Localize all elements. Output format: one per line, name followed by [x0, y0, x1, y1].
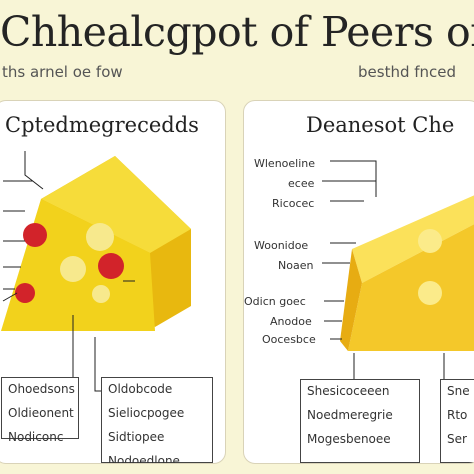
- right-label-6: Odicn goec: [244, 295, 306, 308]
- box-line: Sidtiopee: [108, 430, 165, 444]
- left-cheese-illustration: [1, 151, 191, 392]
- box-line: Nodoedlone: [108, 454, 180, 464]
- right-cheese-top: [352, 195, 474, 283]
- right-cheese-body: [348, 224, 474, 351]
- left-info-box-1: Ohoedsons Oldieonent Nodiconc: [1, 377, 79, 444]
- right-label-5: Noaen: [278, 259, 314, 272]
- pepperoni-slice: [15, 283, 35, 303]
- right-cheese-hole: [418, 281, 442, 305]
- box-line: Noedmeregrie: [307, 408, 393, 422]
- right-label-3: Ricocec: [272, 197, 315, 210]
- right-info-box-1: Shesicoceeen Noedmeregrie Mogesbenoee: [300, 379, 420, 463]
- box-line: Sne: [447, 384, 470, 398]
- box-line: Oldobcode: [108, 382, 173, 396]
- box-line: Shesicoceeen: [307, 384, 390, 398]
- main-title: Chhealcgpot of Peers ome Preves: [0, 8, 474, 56]
- box-line: Mogesbenoee: [307, 432, 391, 446]
- left-diagram-panel: Cptedmegrecedds Ohoedsons Oldieonent: [0, 100, 226, 464]
- box-line: Oldieonent: [8, 406, 74, 420]
- box-line: Sieliocpogee: [108, 406, 185, 420]
- left-cheese-hole: [60, 256, 86, 282]
- right-label-7: Anodoe: [270, 315, 312, 328]
- right-cheese-hole: [418, 229, 442, 253]
- left-cheese-hole: [92, 285, 110, 303]
- pepperoni-slice: [23, 223, 47, 247]
- left-panel-title: Cptedmegrecedds: [5, 113, 199, 137]
- right-label-2: ecee: [288, 177, 315, 190]
- left-cheese-top: [41, 156, 191, 253]
- left-cheese-hole: [86, 223, 114, 251]
- box-line: Ser: [447, 432, 467, 446]
- left-leader-lines: [2, 151, 135, 392]
- right-cheese-illustration: [322, 160, 474, 379]
- box-line: Ohoedsons: [8, 382, 75, 396]
- right-cheese-side: [340, 249, 362, 351]
- subtitle-left: ths arnel oe fow: [2, 63, 123, 81]
- box-line: Rto: [447, 408, 468, 422]
- right-label-4: Woonidoe: [254, 239, 309, 252]
- right-label-1: Wlenoeline: [254, 157, 316, 170]
- right-label-8: Oocesbce: [262, 333, 316, 346]
- right-info-box-2: Sne Rto Ser: [440, 379, 474, 463]
- right-diagram-panel: Deanesot Che Wlenoeline ecee Ricocec Woo…: [243, 100, 474, 464]
- subtitle-right: besthd fnced: [358, 63, 457, 81]
- box-line: Nodiconc: [8, 430, 64, 444]
- right-panel-title: Deanesot Che: [306, 113, 455, 137]
- left-info-box-2: Oldobcode Sieliocpogee Sidtiopee Nodoedl…: [101, 377, 213, 463]
- right-leader-lines: [322, 160, 445, 379]
- pepperoni-slice: [98, 253, 124, 279]
